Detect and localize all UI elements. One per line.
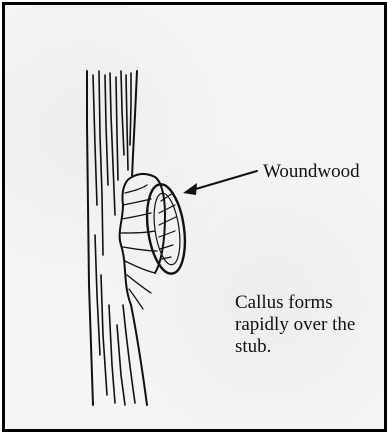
callus-swelling bbox=[120, 177, 132, 305]
tree-stub-illustration bbox=[5, 5, 384, 429]
woundwood-arrowhead bbox=[183, 183, 197, 195]
woundwood-label: Woundwood bbox=[263, 161, 360, 183]
callus-caption: Callus forms rapidly over the stub. bbox=[235, 292, 375, 358]
woundwood-arrow-line bbox=[189, 171, 257, 191]
stub-face-texture bbox=[159, 193, 176, 259]
bark-texture bbox=[93, 71, 135, 405]
callus-caption-line-3: stub. bbox=[235, 336, 375, 358]
callus-caption-line-2: rapidly over the bbox=[235, 314, 375, 336]
trunk-left-edge bbox=[87, 71, 93, 405]
callus-caption-line-1: Callus forms bbox=[235, 292, 375, 314]
trunk-right-edge bbox=[132, 71, 137, 177]
